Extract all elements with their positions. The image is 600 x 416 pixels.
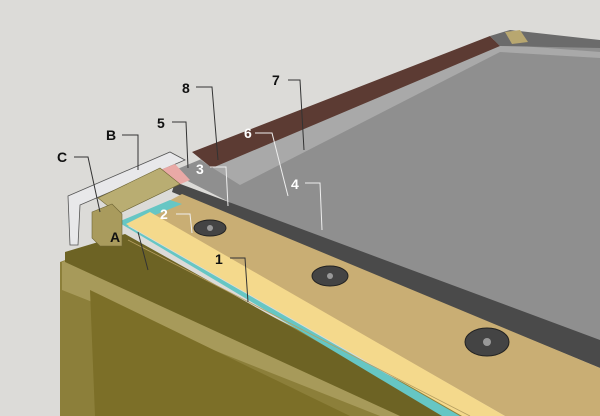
roof-deck bbox=[65, 234, 450, 416]
label-3: 3 bbox=[196, 161, 204, 177]
label-2: 2 bbox=[160, 206, 168, 222]
label-6: 6 bbox=[244, 125, 252, 141]
label-4: 4 bbox=[291, 176, 299, 192]
insulation-face bbox=[126, 212, 505, 416]
label-7: 7 bbox=[272, 72, 280, 88]
cap-end bbox=[505, 30, 528, 44]
membrane-light-band bbox=[200, 44, 600, 185]
pink-strip bbox=[160, 164, 190, 186]
wood-block-a bbox=[91, 203, 123, 247]
leader-lines bbox=[74, 79, 323, 303]
label-c: C bbox=[57, 149, 67, 165]
frame-inner bbox=[90, 290, 350, 416]
glass-panel bbox=[67, 151, 186, 246]
brown-strip bbox=[192, 36, 500, 168]
label-1: 1 bbox=[215, 251, 223, 267]
label-8: 8 bbox=[182, 80, 190, 96]
label-5: 5 bbox=[157, 115, 165, 131]
label-a: A bbox=[110, 229, 120, 245]
roof-membrane bbox=[170, 40, 600, 342]
label-b: B bbox=[106, 127, 116, 143]
insulation-seam bbox=[127, 239, 471, 416]
insulation-top bbox=[148, 194, 600, 416]
membrane-edge bbox=[172, 182, 600, 368]
